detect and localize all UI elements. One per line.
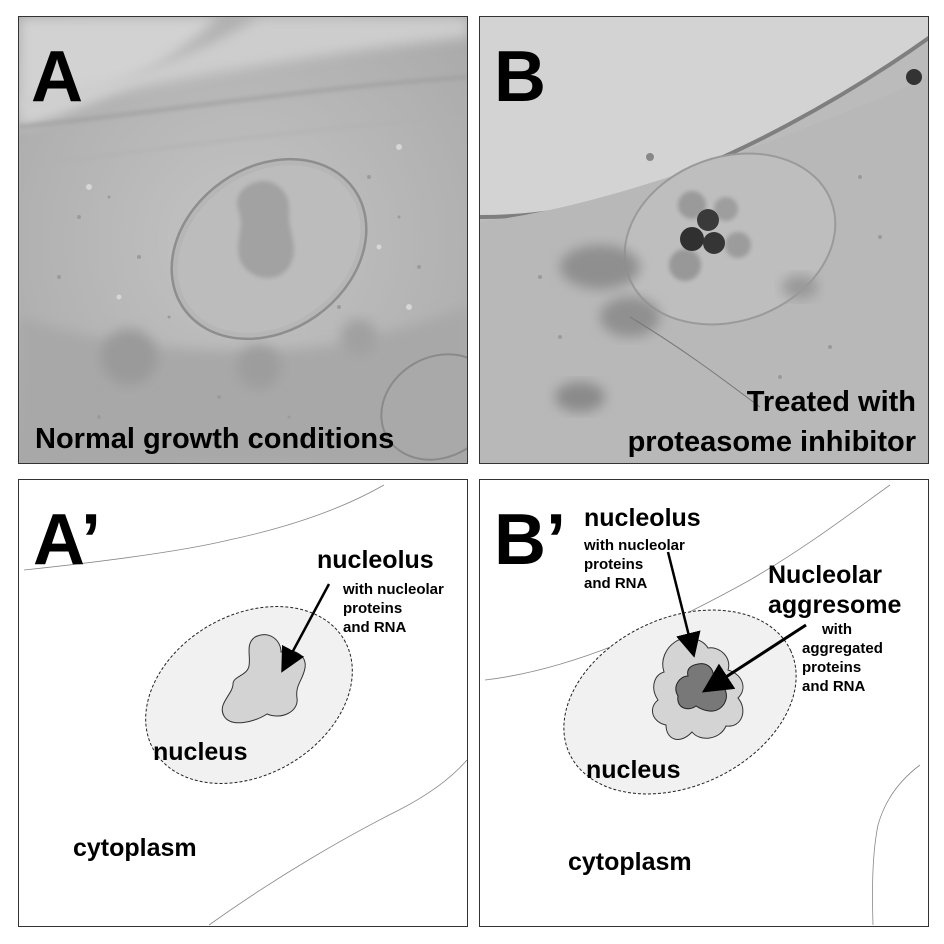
panel-b-micrograph: B Treated with proteasome inhibitor [479, 16, 929, 464]
panel-b-prime-diagram: B’ nucleolus with nucleolar proteins and… [479, 479, 929, 927]
nucleolus-detail: with nucleolar proteins and RNA [343, 580, 444, 637]
nucleolus-detail-line: with nucleolar [584, 537, 685, 554]
nucleolus-detail-line: proteins [343, 600, 403, 617]
cell-membrane-line [208, 759, 467, 926]
panel-b-label: B [494, 37, 546, 117]
nucleolus-label: nucleolus [317, 546, 434, 574]
micrograph-b-image [480, 17, 928, 463]
cell-membrane-line [484, 484, 891, 681]
nucleolus-detail: with nucleolar proteins and RNA [584, 536, 685, 593]
nucleolus-detail-line: proteins [584, 556, 644, 573]
panel-a-prime-diagram: A’ nucleolus with nucleolar proteins and… [18, 479, 468, 927]
diagram-b-prime [484, 484, 921, 926]
nucleolus-arrow [666, 551, 701, 658]
panel-b-caption-line2: proteasome inhibitor [627, 426, 916, 458]
cytoplasm-label: cytoplasm [73, 834, 197, 862]
aggresome-arrow [701, 623, 807, 693]
nucleus-label: nucleus [153, 738, 248, 766]
panel-b-caption: Treated with proteasome inhibitor [628, 382, 916, 462]
panel-b-prime-label: B’ [494, 500, 566, 580]
diagram-a-prime [23, 484, 467, 926]
aggresome-detail-line: aggregated [802, 640, 883, 657]
aggresome-label-line2: aggresome [768, 591, 902, 619]
aggresome-label: Nucleolar aggresome [768, 560, 901, 620]
aggresome-detail-line: proteins [802, 659, 862, 676]
aggresome-detail: with aggregated proteins and RNA [802, 620, 883, 696]
cytoplasm-label: cytoplasm [568, 848, 692, 876]
nucleus-label: nucleus [586, 756, 681, 784]
nucleolus-detail-line: with nucleolar [343, 581, 444, 598]
nucleolus-detail-line: and RNA [584, 575, 648, 592]
aggresome-label-line1: Nucleolar [768, 561, 882, 589]
cell-membrane-line [872, 764, 921, 926]
panel-b-caption-line1: Treated with [746, 386, 916, 418]
nucleolus-detail-line: and RNA [343, 619, 407, 636]
panel-a-prime-label: A’ [33, 500, 102, 580]
nucleolus-arrow [281, 583, 331, 673]
nucleolus-label: nucleolus [584, 504, 701, 532]
micrograph-a-image [19, 17, 467, 463]
aggresome-detail-line: and RNA [802, 678, 866, 695]
panel-a-caption: Normal growth conditions [35, 423, 395, 455]
aggresome-detail-line: with [822, 621, 852, 638]
cell-membrane-line [23, 484, 385, 571]
panel-a-micrograph: A Normal growth conditions [18, 16, 468, 464]
panel-a-label: A [31, 37, 83, 117]
